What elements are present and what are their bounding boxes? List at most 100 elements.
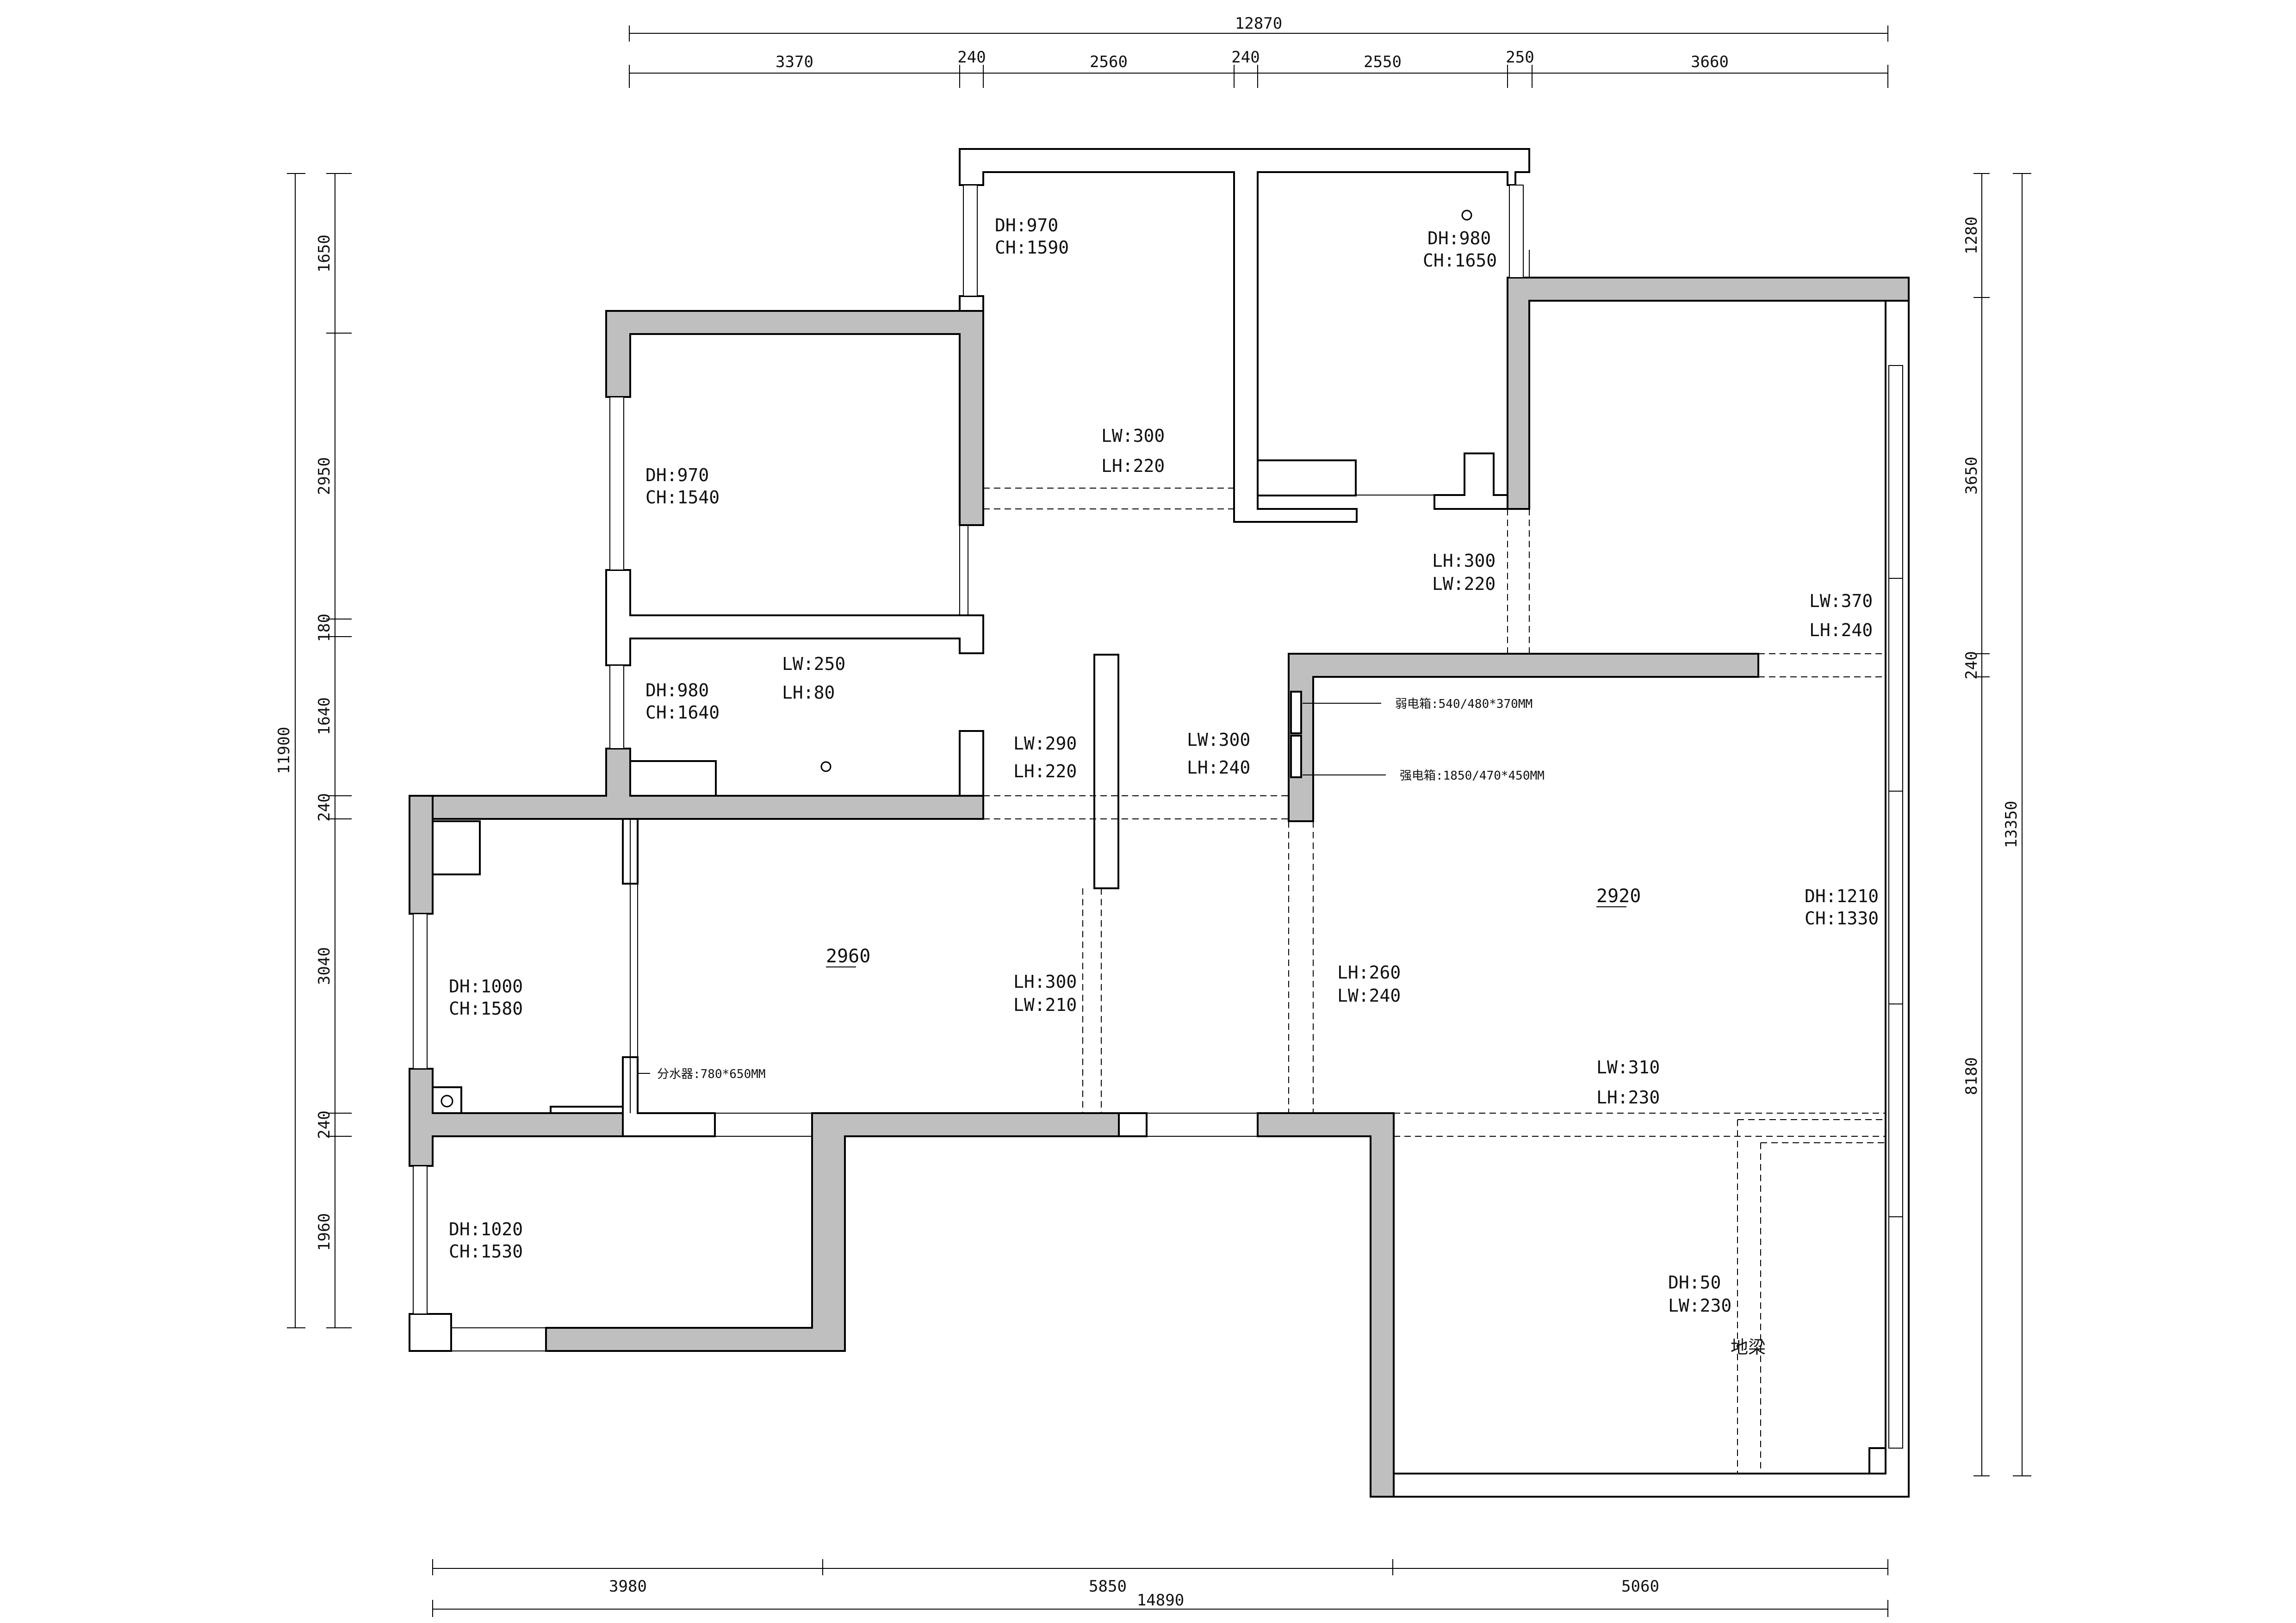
right-dimension-3: 240 (1962, 651, 1981, 679)
beam-label-9b: LH:230 (1596, 1087, 1660, 1108)
master-top-wall (1288, 653, 1759, 822)
top-dimension-1: 3370 (776, 53, 813, 71)
beam-label-10a: DH:50 (1668, 1272, 1721, 1293)
beam-label-10b: LW:230 (1668, 1295, 1731, 1316)
bottom-total-dimension: 14890 (1137, 1591, 1184, 1610)
beam-label-4a: LW:250 (782, 654, 845, 674)
bottom-dimension-group: 3980 5850 5060 14890 (432, 1559, 1888, 1617)
left-dimension-7: 240 (315, 1110, 334, 1139)
left-dimension-8: 1960 (315, 1213, 334, 1251)
manifold-label: 分水器:780*650MM (657, 1067, 766, 1081)
bottom-left-corner (409, 1313, 452, 1352)
top-dimension-6: 250 (1506, 48, 1534, 67)
window-study (609, 665, 624, 749)
left-dimension-1: 1650 (315, 235, 334, 273)
left-dimension-3: 180 (315, 613, 334, 642)
beam-label-8a: LH:260 (1337, 962, 1401, 983)
window-label-6-dh: DH:1020 (449, 1219, 523, 1239)
beam-labels: LW:300 LH:220 LH:300 LW:220 LW:370 LH:24… (782, 426, 1873, 1316)
window-labels: DH:970 CH:1590 DH:980 CH:1650 DH:970 CH:… (449, 215, 1879, 1262)
window-label-7-ch: CH:1330 (1805, 908, 1879, 929)
window-label-5-dh: DH:1000 (449, 976, 523, 997)
master-ceiling-height: 2920 (1596, 886, 1641, 907)
window-bedroom2 (609, 396, 624, 570)
lower-left-box (432, 1086, 462, 1114)
windows (413, 185, 1903, 1449)
beam-label-7a: LH:300 (1013, 972, 1077, 992)
drain-icon-corner (441, 1095, 453, 1108)
right-dimension-1: 1280 (1962, 217, 1981, 254)
strong-box-label: 强电箱:1850/470*450MM (1400, 769, 1545, 783)
living-left-wall (409, 795, 434, 915)
bath-block-left (1257, 459, 1357, 496)
left-dimension-6: 3040 (315, 947, 334, 985)
beam-label-3b: LH:240 (1809, 620, 1873, 640)
beam-label-5b: LH:220 (1013, 761, 1077, 781)
master-lower-wall (1257, 1112, 1395, 1498)
master-corner-box (1868, 1447, 1886, 1474)
window-top-left (963, 185, 978, 297)
study-cabinet (629, 760, 717, 797)
window-label-6-ch: CH:1530 (449, 1241, 523, 1262)
left-dimension-group: 11900 1650 2950 180 1640 240 3040 240 19… (275, 173, 352, 1328)
window-lower-left (413, 1165, 428, 1314)
beam-label-3a: LW:370 (1809, 591, 1873, 611)
beam-label-4b: LH:80 (782, 682, 835, 703)
drain-icon-top (1461, 210, 1472, 221)
beam-label-2a: LH:300 (1432, 551, 1496, 571)
beam-label-1b: LH:220 (1101, 456, 1165, 476)
window-master (1888, 365, 1903, 1449)
left-dimension-2: 2950 (315, 457, 334, 495)
bottom-dimension-1: 3980 (609, 1577, 647, 1596)
top-dimension-group: 12870 3370 240 2560 240 2550 250 3660 (629, 14, 1888, 88)
right-total-dimension: 13350 (2002, 801, 2021, 848)
left-total-dimension: 11900 (275, 727, 293, 774)
window-label-3-dh: DH:970 (645, 465, 709, 485)
window-label-4-ch: CH:1640 (645, 702, 720, 723)
beam-label-5a: LW:290 (1013, 733, 1077, 754)
top-dimension-7: 3660 (1691, 53, 1729, 71)
manifold-unit (550, 1106, 624, 1114)
drain-icon-study (820, 761, 832, 772)
beam-label-1a: LW:300 (1101, 426, 1165, 446)
strong-box-icon (1290, 735, 1302, 778)
central-partition (1093, 654, 1119, 889)
right-dimension-2: 3650 (1962, 457, 1981, 495)
right-dimension-4: 8180 (1962, 1057, 1981, 1095)
bottom-left-wall (545, 1112, 1120, 1352)
window-living (413, 913, 428, 1069)
equipment-labels: 弱电箱:540/480*370MM 强电箱:1850/470*450MM 分水器… (657, 697, 1766, 1357)
window-label-3-ch: CH:1540 (645, 487, 720, 508)
openings (451, 495, 1434, 1351)
weak-box-icon (1290, 691, 1302, 734)
bedroom2-lower-wall (605, 569, 984, 666)
wall-end-white (1118, 1112, 1148, 1137)
window-label-5-ch: CH:1580 (449, 998, 523, 1019)
beam-dashes (630, 488, 1886, 1474)
beam-label-6b: LH:240 (1187, 757, 1250, 778)
beam-label-9a: LW:310 (1596, 1057, 1660, 1078)
beam-label-7b: LW:210 (1013, 995, 1077, 1015)
walls (409, 148, 1910, 1498)
beam-label-8b: LW:240 (1337, 985, 1401, 1006)
top-dimension-3: 2560 (1090, 53, 1128, 71)
lower-left-wall (409, 1068, 624, 1167)
living-corner-box (432, 820, 481, 875)
window-label-2-ch: CH:1650 (1423, 250, 1497, 271)
window-label-2-dh: DH:980 (1427, 228, 1491, 248)
window-label-1-dh: DH:970 (995, 215, 1058, 235)
beam-label-2b: LW:220 (1432, 574, 1496, 594)
electrical-boxes (638, 691, 1386, 1074)
bath-block-right (1433, 452, 1508, 510)
window-label-4-dh: DH:980 (645, 680, 709, 700)
room-labels: 2960 2920 (826, 886, 1641, 967)
window-label-1-ch: CH:1590 (995, 237, 1069, 258)
weak-box-label: 弱电箱:540/480*370MM (1395, 697, 1533, 711)
beam-label-6a: LW:300 (1187, 730, 1250, 750)
window-top-right (1509, 185, 1524, 278)
bottom-dimension-2: 5850 (1089, 1577, 1127, 1596)
top-dimension-4: 240 (1231, 48, 1260, 67)
right-upper-wall (1507, 277, 1910, 510)
bottom-dimension-3: 5060 (1621, 1577, 1659, 1596)
